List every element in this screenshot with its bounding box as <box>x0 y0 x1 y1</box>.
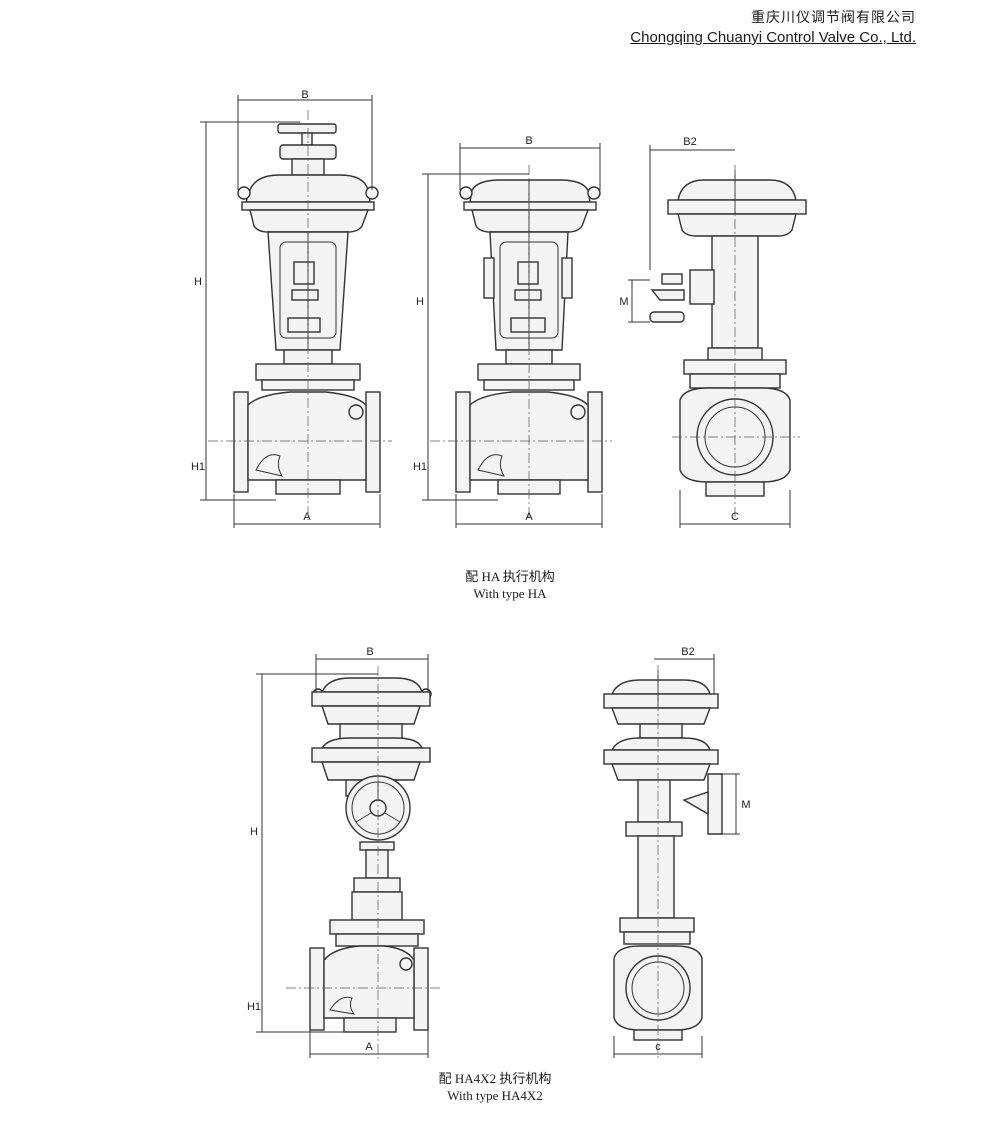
dim-label-a-1: A <box>303 511 311 523</box>
drawing-ha-front <box>200 95 392 528</box>
drawing-ha4x2-front <box>256 654 440 1060</box>
company-header: 重庆川仪调节阀有限公司 Chongqing Chuanyi Control Va… <box>630 8 916 48</box>
dim-label-h-1: H <box>194 276 202 288</box>
drawing-ha-side <box>628 145 807 528</box>
caption-ha: 配 HA 执行机构 With type HA <box>430 568 590 602</box>
dim-label-a-3: A <box>365 1041 373 1053</box>
caption-ha4x2-cn: 配 HA4X2 执行机构 <box>438 1071 552 1086</box>
dim-label-h-2: H <box>416 296 424 308</box>
caption-ha4x2: 配 HA4X2 执行机构 With type HA4X2 <box>410 1070 580 1104</box>
dim-label-h1-2: H1 <box>413 461 427 473</box>
dim-label-b-3: B <box>366 646 373 658</box>
dim-label-b-1: B <box>301 89 308 101</box>
dim-label-m-2: M <box>741 799 750 811</box>
dim-label-b2-1: B2 <box>683 136 696 148</box>
dim-label-h1-3: H1 <box>247 1001 261 1013</box>
dim-label-c-1: C <box>731 511 739 523</box>
company-name-en: Chongqing Chuanyi Control Valve Co., Ltd… <box>630 29 916 46</box>
caption-ha-cn: 配 HA 执行机构 <box>465 569 555 584</box>
dim-label-a-2: A <box>525 511 533 523</box>
dim-label-h-3: H <box>250 826 258 838</box>
dim-label-h1-1: H1 <box>191 461 205 473</box>
caption-ha4x2-en: With type HA4X2 <box>447 1088 543 1103</box>
dim-label-m-1: M <box>619 296 628 308</box>
company-name-cn: 重庆川仪调节阀有限公司 <box>751 10 916 26</box>
dim-label-b2-2: B2 <box>681 646 694 658</box>
caption-ha-en: With type HA <box>473 586 547 601</box>
dim-label-c-2: c <box>655 1041 661 1053</box>
dim-label-b-2: B <box>525 135 532 147</box>
drawing-ha-front-variant <box>422 143 612 528</box>
drawing-ha4x2-side <box>603 654 740 1060</box>
